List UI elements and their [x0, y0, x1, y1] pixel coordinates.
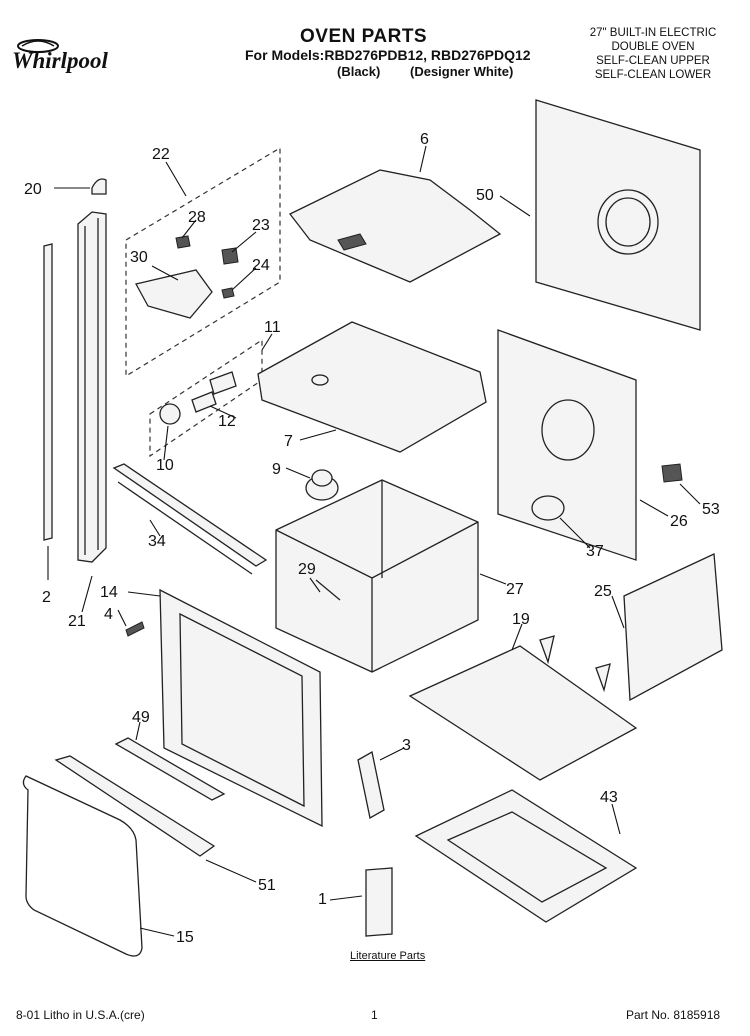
- callout-28: 28: [188, 209, 206, 226]
- callout-23: 23: [252, 217, 270, 234]
- callout-26: 26: [670, 513, 688, 530]
- part-12-shaft: [191, 391, 217, 413]
- part-23-relay: [221, 247, 239, 265]
- part-34-rail: [112, 463, 268, 567]
- description-line: DOUBLE OVEN: [611, 41, 695, 53]
- finish-black-label: (Black): [337, 64, 381, 79]
- part-3-bracket: [357, 750, 385, 820]
- part-28-switch: [175, 235, 191, 249]
- part-15-door-gasket: [22, 775, 143, 957]
- part-30-bracket: [135, 269, 213, 319]
- callout-24: 24: [252, 257, 270, 274]
- part-14-door-frame: [159, 588, 323, 828]
- callout-14: 14: [100, 584, 118, 601]
- callout-25: 25: [594, 583, 612, 600]
- part-49-strip: [114, 737, 226, 801]
- whirlpool-logo: Whirlpool: [12, 34, 152, 74]
- callout-12: 12: [218, 413, 236, 430]
- part-4-screw: [125, 621, 145, 637]
- part-29-screw: [315, 579, 341, 601]
- callout-22: 22: [152, 146, 170, 163]
- finish-white-label: (Designer White): [410, 64, 514, 79]
- callout-2: 2: [42, 589, 51, 606]
- literature-parts-label: Literature Parts: [350, 950, 426, 962]
- description-line: SELF-CLEAN UPPER: [596, 55, 710, 67]
- callout-6: 6: [420, 131, 429, 148]
- callout-7: 7: [284, 433, 293, 450]
- part-20-cap: [91, 178, 107, 195]
- callout-9: 9: [272, 461, 281, 478]
- callout-11: 11: [264, 319, 281, 336]
- part-51-bottom-trim: [54, 755, 216, 857]
- callout-10: 10: [156, 457, 174, 474]
- brand-wordmark: Whirlpool: [12, 48, 108, 73]
- callout-49: 49: [132, 709, 150, 726]
- description-line: SELF-CLEAN LOWER: [594, 69, 712, 81]
- part-10-knob: [159, 403, 181, 425]
- callout-43: 43: [600, 789, 618, 806]
- model-numbers: For Models:RBD276PDB12, RBD276PDQ12: [245, 47, 531, 63]
- part-53-clip: [661, 463, 683, 483]
- callout-20: 20: [24, 181, 42, 198]
- part-19-bottom-shelf: [408, 645, 638, 781]
- callout-15: 15: [176, 929, 194, 946]
- product-description: 27" BUILT-IN ELECTRIC DOUBLE OVEN SELF-C…: [578, 26, 728, 82]
- part-number: Part No. 8185918: [626, 1008, 721, 1022]
- part-22-dashed-group: [125, 146, 281, 378]
- callout-3: 3: [402, 737, 411, 754]
- leader-lines: [47, 145, 701, 937]
- callout-1: 1: [318, 891, 327, 908]
- part-37-gasket: [531, 495, 565, 521]
- callout-29: 29: [298, 561, 316, 578]
- part-1-literature: [365, 867, 393, 937]
- callout-30: 30: [130, 249, 148, 266]
- callout-21: 21: [68, 613, 86, 630]
- part-50-rear-panel: [535, 99, 701, 331]
- callout-labels: 22 20 28 23 30 24 6 50 11 12 10 7 9 53 2…: [24, 131, 720, 946]
- litho-note: 8-01 Litho in U.S.A.(cre): [16, 1008, 145, 1022]
- callout-19: 19: [512, 611, 530, 628]
- part-2-trim-strip: [43, 243, 53, 541]
- callout-53: 53: [702, 501, 720, 518]
- part-21-side-trim: [77, 211, 107, 563]
- part-24-connector: [221, 287, 235, 299]
- description-line: 27" BUILT-IN ELECTRIC: [589, 27, 717, 39]
- part-43-drawer-pan: [414, 789, 638, 923]
- part-25-side-wrapper: [623, 553, 723, 702]
- callout-27: 27: [506, 581, 524, 598]
- part-6-top-panel: [288, 169, 502, 283]
- page-title: OVEN PARTS: [300, 26, 428, 47]
- callout-34: 34: [148, 533, 166, 550]
- callout-50: 50: [476, 187, 494, 204]
- page-number: 1: [371, 1008, 378, 1022]
- part-7-shelf-panel: [257, 321, 487, 453]
- part-26-side-panel: [497, 329, 637, 561]
- callout-51: 51: [258, 877, 276, 894]
- callout-4: 4: [104, 606, 113, 623]
- callout-37: 37: [586, 543, 604, 560]
